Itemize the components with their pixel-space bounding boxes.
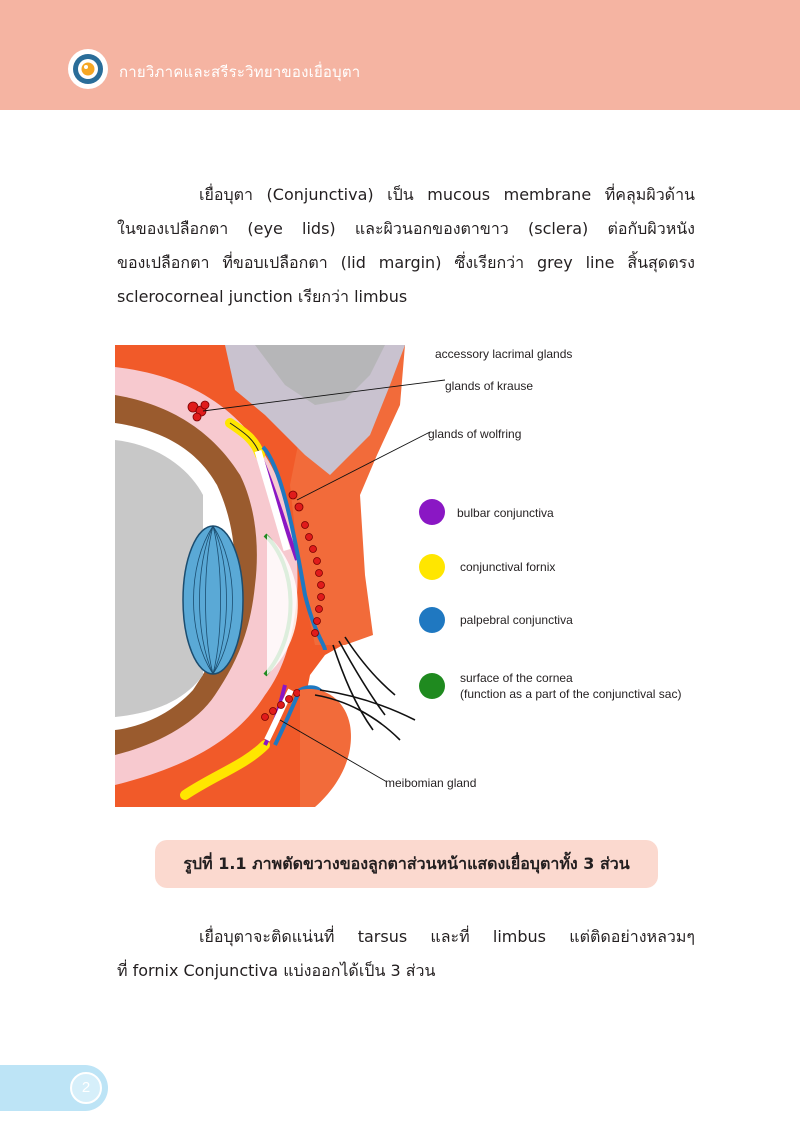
caption-text: รูปที่ 1.1 ภาพตัดขวางของลูกตาส่วนหน้าแสด…: [183, 854, 630, 873]
paragraph-line: ของเปลือกตา ที่ขอบเปลือกตา (lid margin) …: [117, 253, 695, 272]
legend-dot-cornea: [419, 673, 445, 699]
paragraph-line: ในของเปลือกตา (eye lids) และผิวนอกของตาข…: [117, 219, 695, 238]
label-meibomian-gland: meibomian gland: [385, 776, 477, 790]
legend-label-bulbar: bulbar conjunctiva: [457, 506, 554, 520]
legend-dot-fornix: [419, 554, 445, 580]
label-glands-of-krause: glands of krause: [445, 379, 534, 393]
paragraph-line: เยื่อบุตา (Conjunctiva) เป็น mucous memb…: [199, 185, 695, 204]
header-title: กายวิภาคและสรีระวิทยาของเยื่อบุตา: [119, 63, 361, 81]
paragraph-line: ที่ fornix Conjunctiva แบ่งออกได้เป็น 3 …: [117, 961, 436, 980]
page-number: 2: [70, 1072, 102, 1104]
intro-paragraph: เยื่อบุตา (Conjunctiva) เป็น mucous memb…: [117, 178, 695, 314]
legend-label-fornix: conjunctival fornix: [460, 560, 556, 574]
eye-diagram: [115, 345, 446, 807]
legend-label-palpebral: palpebral conjunctiva: [460, 613, 573, 627]
legend-label-cornea: surface of the cornea: [460, 671, 573, 685]
label-accessory-lacrimal-glands: accessory lacrimal glands: [435, 347, 573, 361]
label-glands-of-wolfring: glands of wolfring: [428, 427, 522, 441]
legend-dot-bulbar: [419, 499, 445, 525]
eye-logo-icon: [68, 49, 108, 89]
eye-cross-section-figure: accessory lacrimal glands glands of krau…: [115, 345, 705, 807]
second-paragraph: เยื่อบุตาจะติดแน่นที่ tarsus และที่ limb…: [117, 920, 695, 988]
legend-dot-palpebral: [419, 607, 445, 633]
legend-label-cornea-note: (function as a part of the conjunctival …: [460, 687, 682, 701]
paragraph-line: เยื่อบุตาจะติดแน่นที่ tarsus และที่ limb…: [199, 927, 695, 946]
figure-caption: รูปที่ 1.1 ภาพตัดขวางของลูกตาส่วนหน้าแสด…: [155, 840, 658, 888]
page-header: กายวิภาคและสรีระวิทยาของเยื่อบุตา: [0, 0, 800, 110]
paragraph-line: sclerocorneal junction เรียกว่า limbus: [117, 287, 408, 306]
